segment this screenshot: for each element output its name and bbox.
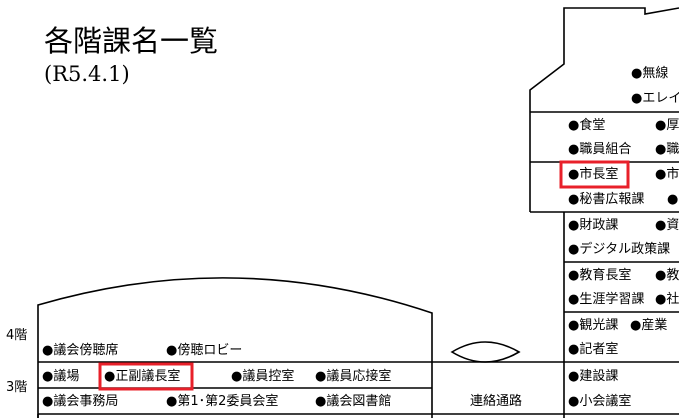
highlight-mayor-room <box>559 160 630 189</box>
room-b-8: ●産業 <box>630 318 668 333</box>
room-assembly-hall: ●議場 <box>42 369 80 384</box>
room-committee-rooms: ●第1･第2委員会室 <box>166 394 279 409</box>
corridor-label: 連絡通路 <box>470 394 523 409</box>
room-assembly-secretariat: ●議会事務局 <box>42 394 119 409</box>
page-title: 各階課名一覧 <box>44 24 219 58</box>
right-building-roof <box>529 7 679 112</box>
room-assembly-library: ●議会図書館 <box>315 394 392 409</box>
room-superintendent: ●教育長室 <box>568 268 632 283</box>
room-b-4: ● <box>667 192 679 207</box>
room-gallery-seats: ●議会傍聴席 <box>42 343 119 358</box>
left-building-roof <box>37 277 433 418</box>
room-secretary-pr: ●秘書広報課 <box>568 192 645 207</box>
room-construction: ●建設課 <box>568 369 619 384</box>
corridor-arch <box>450 341 521 363</box>
room-finance: ●財政課 <box>568 218 619 233</box>
room-staff-union: ●職員組合 <box>568 142 632 157</box>
room-gallery-lobby: ●傍聴ロビー <box>166 343 243 358</box>
floor-label-4f: 4階 <box>6 328 28 343</box>
room-members-waiting: ●議員控室 <box>231 369 295 384</box>
room-members-reception: ●議員応接室 <box>315 369 392 384</box>
room-mayor: ●市長室 <box>568 167 619 182</box>
room-chairman: ●正副議長室 <box>104 369 181 384</box>
room-cafeteria: ●食堂 <box>568 118 606 133</box>
room-elevator: ●エレイ <box>631 91 679 106</box>
room-b-6: ●教 <box>655 268 679 283</box>
room-tourism: ●観光課 <box>568 318 619 333</box>
room-b-2: ●職 <box>655 142 679 157</box>
page-subtitle: (R5.4.1) <box>44 62 130 86</box>
floor-label-3f: 3階 <box>6 380 28 395</box>
highlight-chairman-room <box>98 362 194 391</box>
room-b-5: ●資 <box>655 218 679 233</box>
room-b-3: ●市 <box>655 167 679 182</box>
room-small-meeting: ●小会議室 <box>568 394 632 409</box>
room-radio: ●無線 <box>631 66 669 81</box>
room-b-7: ●社 <box>655 292 679 307</box>
room-b-1: ●厚 <box>655 118 679 133</box>
room-lifelong-learning: ●生涯学習課 <box>568 292 645 307</box>
room-press: ●記者室 <box>568 342 619 357</box>
room-digital-policy: ●デジタル政策課 <box>568 242 671 257</box>
